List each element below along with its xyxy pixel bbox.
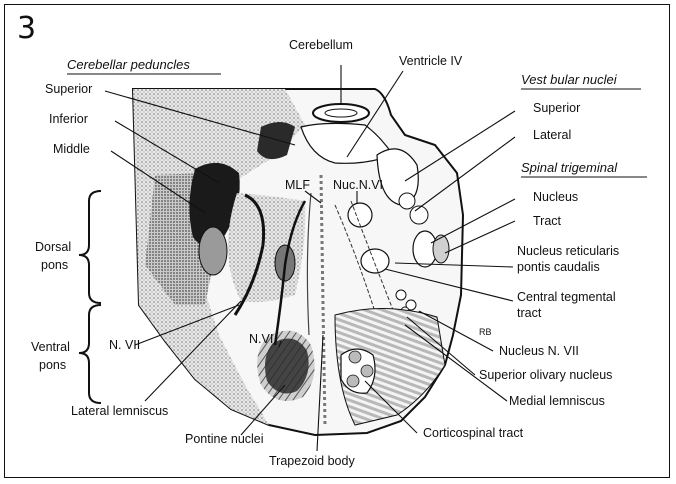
label-superior-peduncle: Superior [45, 82, 92, 96]
label-ventricle-iv: Ventricle IV [399, 54, 463, 68]
label-lateral-lemniscus: Lateral lemniscus [71, 404, 168, 418]
header-cerebellar-peduncles: Cerebellar peduncles [67, 57, 190, 72]
label-inferior-peduncle: Inferior [49, 112, 88, 126]
label-pontine-nuclei: Pontine nuclei [185, 432, 264, 446]
label-n-vii: N. VII [109, 338, 140, 352]
label-cerebellum: Cerebellum [289, 38, 353, 52]
label-vestibular-lateral: Lateral [533, 128, 571, 142]
label-initials: RB [479, 327, 492, 337]
label-central-tegmental-line1: Central tegmental [517, 290, 616, 304]
label-superior-olivary: Superior olivary nucleus [479, 368, 612, 382]
label-ventral-pons-line1: Ventral [31, 340, 70, 354]
label-ventral-pons-line2: pons [39, 358, 66, 372]
pons-section [133, 89, 463, 435]
label-nuc-n-vi: Nuc.N.VI [333, 178, 383, 192]
label-nucleus-n-vii: Nucleus N. VII [499, 344, 579, 358]
label-trigeminal-nucleus: Nucleus [533, 190, 578, 204]
label-trigeminal-tract: Tract [533, 214, 562, 228]
figure-frame: 3 [4, 4, 670, 478]
ventral-pons-brace [79, 305, 101, 403]
label-dorsal-pons-line2: pons [41, 258, 68, 272]
header-vestibular-nuclei: Vest bular nuclei [521, 72, 618, 87]
label-central-tegmental-line2: tract [517, 306, 542, 320]
pons-diagram: Cerebellar peduncles Vest bular nuclei S… [5, 5, 670, 478]
label-nucleus-reticularis-line1: Nucleus reticularis [517, 244, 619, 258]
label-vestibular-superior: Superior [533, 101, 580, 115]
label-dorsal-pons-line1: Dorsal [35, 240, 71, 254]
label-n-vi: N.VI [249, 332, 273, 346]
label-nucleus-reticularis-line2: pontis caudalis [517, 260, 600, 274]
header-spinal-trigeminal: Spinal trigeminal [521, 160, 618, 175]
label-mlf: MLF [285, 178, 310, 192]
dorsal-pons-brace [79, 191, 101, 303]
label-trapezoid-body: Trapezoid body [269, 454, 355, 468]
label-corticospinal: Corticospinal tract [423, 426, 524, 440]
label-medial-lemniscus: Medial lemniscus [509, 394, 605, 408]
label-middle-peduncle: Middle [53, 142, 90, 156]
